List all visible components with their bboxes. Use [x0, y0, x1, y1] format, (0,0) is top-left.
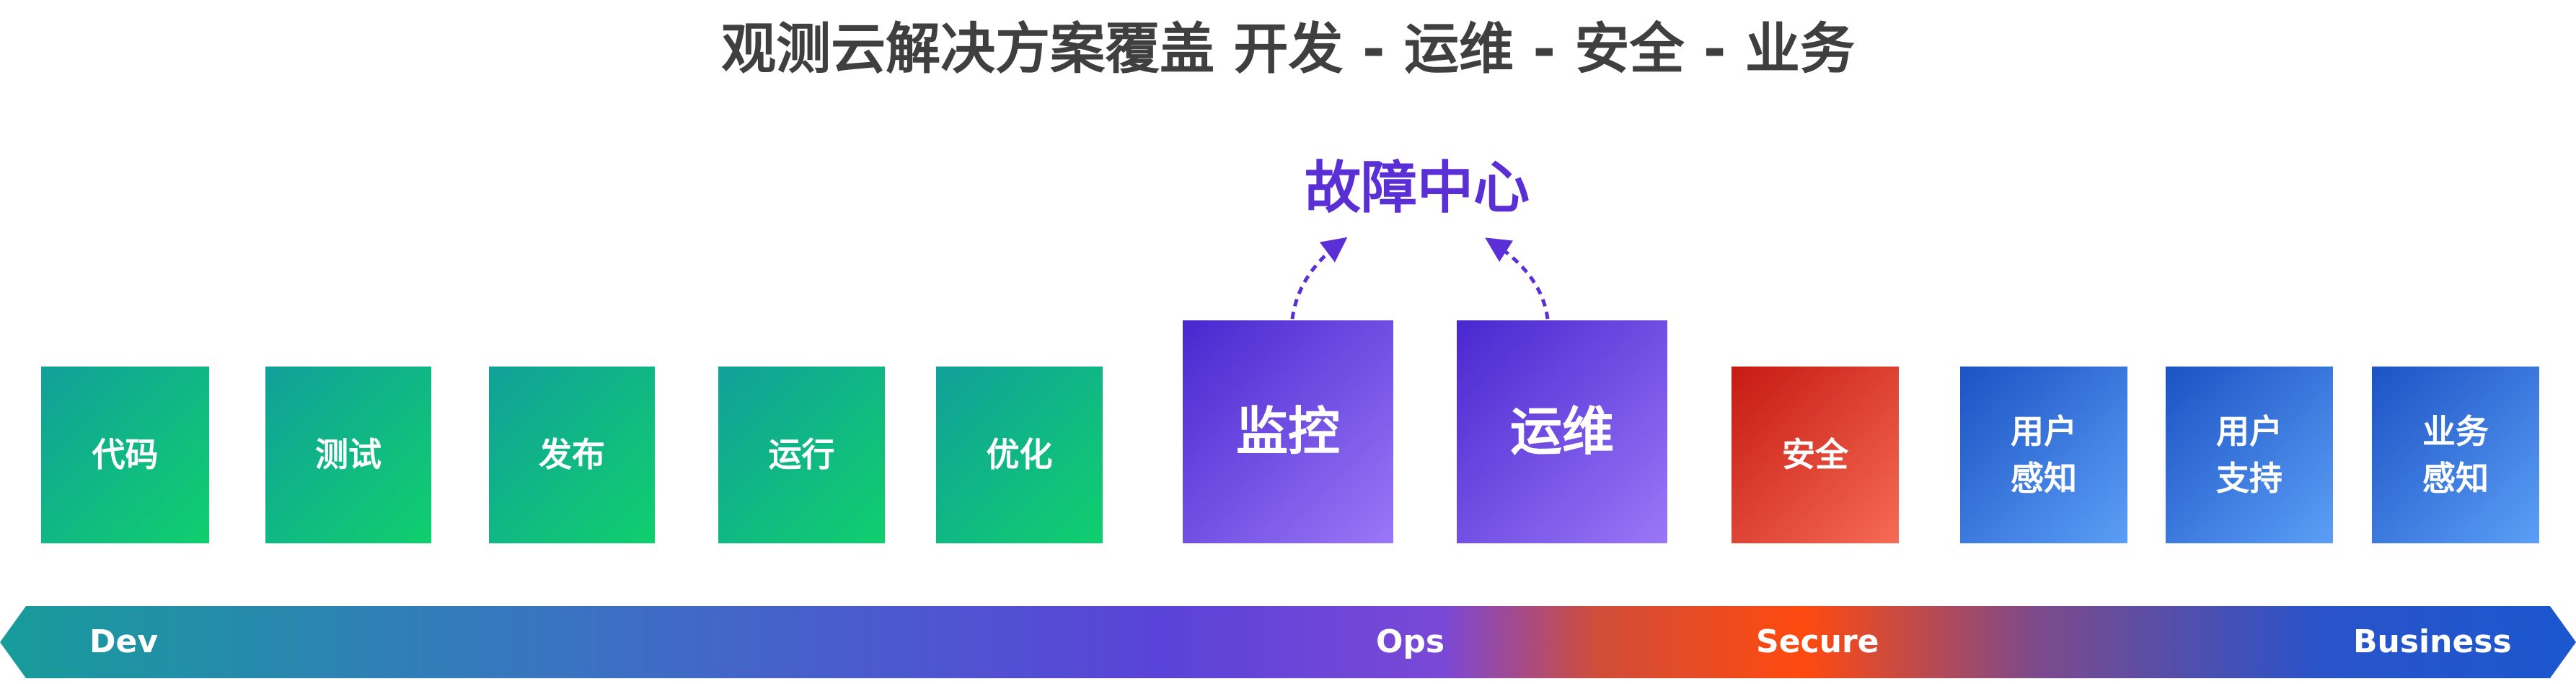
stage-box-release: 发布: [489, 367, 655, 543]
stage-box-test: 测试: [265, 367, 431, 543]
ops-to-fault-arrow: [1485, 237, 1550, 320]
stage-box-code: 代码: [41, 367, 209, 543]
stage-box-optimize: 优化: [936, 367, 1103, 543]
phase-label-dev: Dev: [89, 623, 159, 660]
phase-label-ops: Ops: [1376, 623, 1445, 660]
stage-box-run: 运行: [718, 367, 885, 543]
monitor-to-fault-arrow: [1290, 237, 1348, 320]
phase-label-business: Business: [2353, 623, 2512, 660]
lifecycle-arrow-shape: [0, 606, 2576, 678]
stage-box-security: 安全: [1732, 367, 1899, 543]
stage-box-business-perception: 业务 感知: [2372, 367, 2539, 543]
stage-box-ops: 运维: [1457, 320, 1667, 543]
stage-box-user-support: 用户 支持: [2166, 367, 2333, 543]
stage-box-monitor: 监控: [1183, 320, 1393, 543]
phase-label-secure: Secure: [1756, 623, 1879, 660]
fault-center-label: 故障中心: [1304, 156, 1530, 221]
page-title: 观测云解决方案覆盖 开发 - 运维 - 安全 - 业务: [721, 17, 1855, 81]
stage-box-user-perception: 用户 感知: [1960, 367, 2127, 543]
